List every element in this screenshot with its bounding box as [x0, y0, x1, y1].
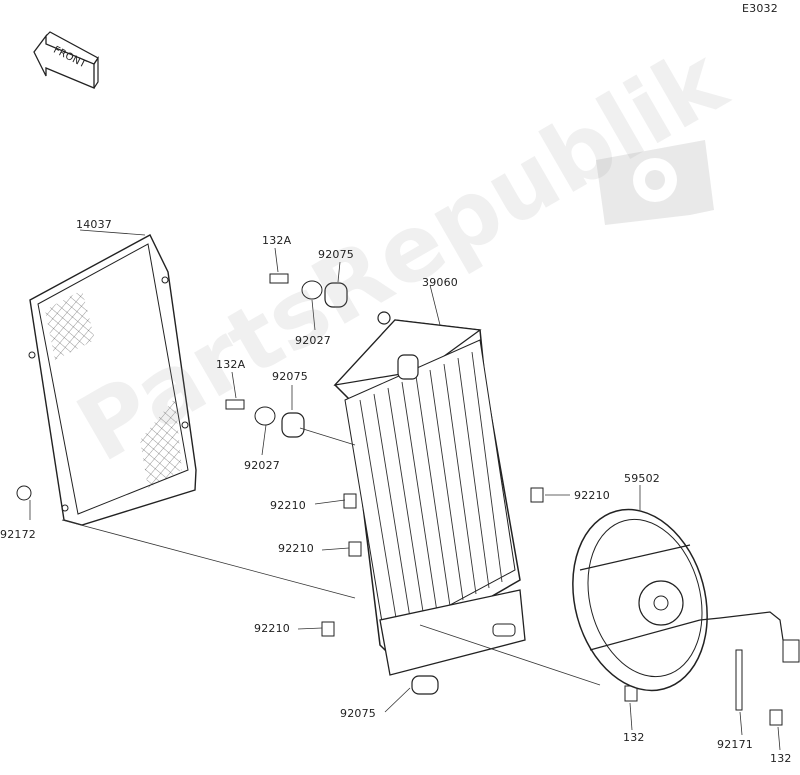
part-label-shroud[interactable]: 14037: [76, 218, 112, 231]
clip-1-icon: [343, 493, 357, 509]
part-label-collar-middle[interactable]: 92027: [244, 459, 280, 472]
grommet-upper-icon: [324, 282, 348, 308]
part-label-washer[interactable]: 92172: [0, 528, 36, 541]
part-label-bolt-middle[interactable]: 132A: [216, 358, 246, 371]
fan-assembly: [572, 508, 800, 692]
part-label-grommet-lower[interactable]: 92075: [340, 707, 376, 720]
radiator-core: [333, 311, 526, 676]
part-label-radiator[interactable]: 39060: [422, 276, 458, 289]
front-arrow-icon: [33, 31, 99, 89]
collar-middle-icon: [254, 406, 276, 426]
part-label-clip-right[interactable]: 92210: [574, 489, 610, 502]
grommet-middle-icon: [281, 412, 305, 438]
part-label-bolt-upper[interactable]: 132A: [262, 234, 292, 247]
watermark-logo: [596, 140, 714, 225]
shroud-panel: [28, 234, 197, 526]
part-label-band[interactable]: 92171: [717, 738, 753, 751]
band-icon: [735, 649, 743, 711]
part-label-grommet-middle[interactable]: 92075: [272, 370, 308, 383]
bolt-middle-icon: [225, 399, 245, 410]
clip-right-icon: [530, 487, 544, 503]
part-label-clip-2[interactable]: 92210: [278, 542, 314, 555]
bolt-upper-icon: [269, 273, 289, 284]
leader-lines: [29, 229, 781, 751]
part-label-fan[interactable]: 59502: [624, 472, 660, 485]
part-label-bolt-fan[interactable]: 132: [623, 731, 645, 744]
diagram-code: E3032: [742, 2, 778, 15]
part-label-collar-upper[interactable]: 92027: [295, 334, 331, 347]
clip-3-icon: [321, 621, 335, 637]
clip-2-icon: [348, 541, 362, 557]
bolt-band-icon: [769, 709, 783, 726]
part-label-clip-3[interactable]: 92210: [254, 622, 290, 635]
part-label-clip-1[interactable]: 92210: [270, 499, 306, 512]
part-label-bolt-band[interactable]: 132: [770, 752, 792, 765]
grommet-lower-icon: [411, 675, 439, 695]
part-label-grommet-upper[interactable]: 92075: [318, 248, 354, 261]
collar-upper-icon: [301, 280, 323, 300]
washer-icon: [16, 485, 32, 501]
